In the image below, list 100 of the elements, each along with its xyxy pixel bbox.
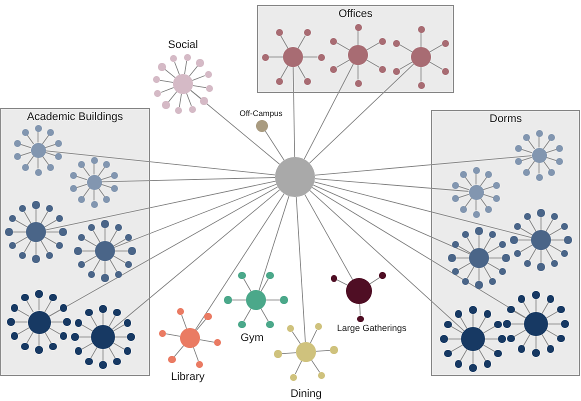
connector-line	[26, 134, 34, 144]
connector-line	[540, 250, 542, 264]
connector-line	[26, 332, 34, 344]
connector-line	[296, 196, 306, 342]
connector-line	[181, 314, 188, 330]
leaf-circle	[330, 66, 338, 72]
leaf-circle	[469, 364, 477, 372]
leaf-circle	[32, 255, 40, 263]
connector-line	[480, 198, 488, 208]
connector-line	[82, 342, 94, 350]
leaf-circle	[99, 305, 107, 313]
connector-line	[42, 134, 50, 144]
connector-line	[399, 62, 413, 70]
leaf-circle	[22, 164, 29, 172]
connector-line	[90, 316, 98, 328]
leaf-circle	[524, 260, 532, 267]
leaf-circle	[454, 310, 462, 318]
leaf-circle	[493, 195, 500, 202]
leaf-circle	[548, 169, 556, 176]
connector-line	[520, 156, 532, 162]
leaf-circle	[452, 182, 459, 189]
connector-line	[76, 184, 88, 188]
leaf-circle	[290, 374, 298, 381]
leaf-circle	[5, 228, 13, 236]
connector-line	[478, 268, 480, 282]
connector-line	[309, 63, 414, 164]
connector-line	[369, 277, 380, 284]
node-label: Large Gatherings	[337, 323, 407, 334]
leaf-circle	[462, 231, 470, 238]
leaf-circle	[378, 66, 386, 72]
leaf-circle	[78, 234, 86, 242]
connector-line	[44, 220, 57, 228]
connector-line	[112, 324, 124, 332]
connector-line	[528, 219, 536, 232]
connector-line	[44, 332, 52, 344]
node-circle	[532, 148, 546, 162]
connector-line	[18, 309, 30, 317]
leaf-circle	[158, 63, 166, 71]
leaf-circle	[442, 40, 449, 46]
connector-line	[76, 176, 88, 180]
leaf-circle	[274, 350, 282, 358]
group-box	[0, 108, 150, 376]
leaf-circle	[546, 345, 554, 353]
connector-line	[100, 184, 112, 188]
node-label: Gym	[240, 332, 264, 344]
connector-line	[38, 333, 40, 347]
leaf-circle	[488, 231, 496, 238]
node-circle	[275, 157, 315, 197]
leaf-circle	[90, 156, 98, 164]
connector-line	[98, 188, 106, 198]
leaf-circle	[550, 260, 558, 267]
leaf-circle	[47, 164, 54, 172]
connector-line	[18, 327, 30, 335]
connector-line	[82, 324, 94, 332]
leaf-circle	[262, 54, 268, 60]
connector-line	[298, 35, 306, 49]
leaf-circle	[357, 316, 364, 322]
leaf-circle	[454, 360, 462, 368]
leaf-circle	[536, 174, 542, 180]
leaf-circle	[556, 144, 564, 152]
leaf-circle	[214, 339, 222, 346]
leaf-circle	[518, 295, 526, 303]
node-label: Off-Campus	[240, 108, 282, 118]
leaf-circle	[34, 124, 42, 132]
leaf-circle	[485, 170, 492, 178]
leaf-circle	[280, 296, 288, 304]
connector-line	[310, 330, 318, 344]
leaf-circle	[378, 38, 386, 44]
node-circle	[524, 312, 548, 336]
connector-line	[260, 278, 269, 292]
connector-line	[84, 256, 97, 264]
connector-line	[484, 338, 499, 340]
connector-line	[478, 316, 486, 330]
leaf-circle	[49, 342, 57, 350]
leaf-circle	[452, 240, 460, 248]
connector-line	[268, 56, 284, 58]
leaf-circle	[507, 334, 515, 342]
leaf-circle	[418, 82, 424, 88]
leaf-circle	[101, 220, 109, 228]
connector-line	[487, 262, 500, 270]
node-circle	[531, 230, 551, 250]
leaf-circle	[484, 360, 492, 368]
leaf-circle	[546, 295, 554, 303]
connector-line	[458, 194, 470, 198]
leaf-circle	[537, 209, 545, 217]
leaf-circle	[557, 306, 565, 314]
connector-line	[520, 148, 532, 154]
connector-line	[192, 75, 206, 81]
connector-line	[480, 176, 488, 186]
leaf-circle	[560, 222, 568, 230]
leaf-circle	[524, 213, 532, 220]
connector-line	[92, 259, 100, 272]
leaf-circle	[444, 320, 452, 328]
node-circle	[28, 310, 50, 334]
connector-line	[48, 186, 278, 317]
connector-line	[542, 334, 550, 346]
leaf-circle	[498, 240, 506, 248]
leaf-circle	[488, 278, 496, 285]
leaf-circle	[472, 166, 480, 174]
connector-line	[44, 152, 56, 156]
